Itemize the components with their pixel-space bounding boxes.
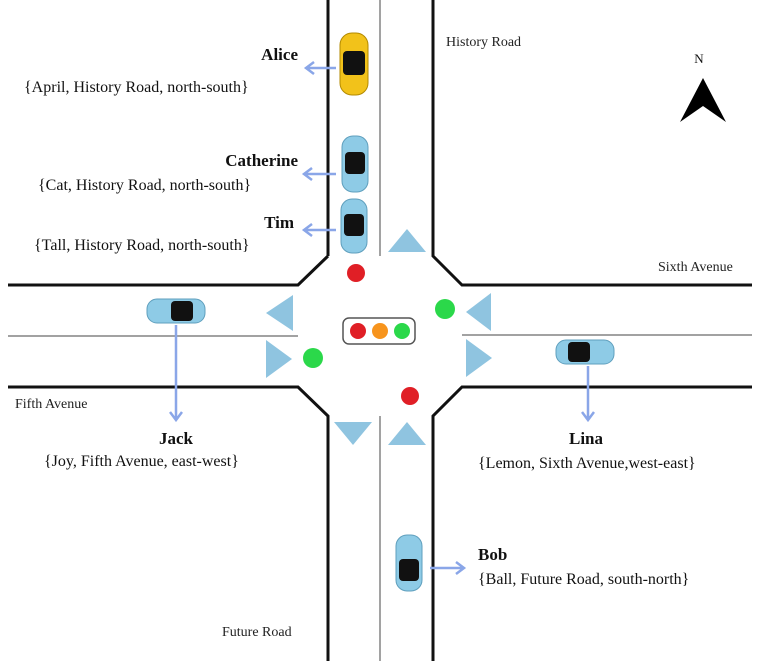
pointer-tim-icon: [301, 223, 336, 237]
lane-dividers: [8, 0, 752, 661]
vehicle-name: Tim: [264, 213, 294, 232]
red-light-icon: [347, 264, 365, 282]
pointer-lina-icon: [581, 366, 595, 423]
arrow-up-icon: [388, 422, 426, 445]
vehicle-label-lina: Lina {Lemon, Sixth Avenue,west-east}: [478, 429, 696, 472]
vehicle-info: {Tall, History Road, north-south}: [34, 237, 250, 254]
lane-arrows: [266, 229, 492, 445]
pointer-jack-icon: [169, 325, 183, 423]
north-arrow-icon: [680, 78, 726, 122]
green-light-icon: [394, 323, 410, 339]
vehicle-label-jack: Jack {Joy, Fifth Avenue, east-west}: [44, 429, 239, 470]
green-light-icon: [303, 348, 323, 368]
arrow-down-icon: [334, 422, 372, 445]
pointer-bob-icon: [430, 561, 467, 575]
car-alice-icon: [339, 32, 369, 96]
vehicle-label-bob: Bob {Ball, Future Road, south-north}: [478, 545, 689, 588]
car-tim-icon: [340, 198, 368, 254]
vehicle-name: Catherine: [225, 151, 298, 170]
orange-light-icon: [372, 323, 388, 339]
traffic-signals: [303, 264, 455, 405]
junction-outline: [8, 0, 752, 661]
pointer-arrows: [169, 61, 595, 575]
vehicle-info: {April, History Road, north-south}: [24, 79, 249, 96]
compass: N: [680, 51, 726, 122]
road-outlines: [8, 0, 752, 661]
vehicle-info: {Joy, Fifth Avenue, east-west}: [44, 453, 239, 470]
green-light-icon: [435, 299, 455, 319]
car-lina-icon: [555, 339, 615, 365]
pointer-alice-icon: [303, 61, 336, 75]
vehicle-info: {Lemon, Sixth Avenue,west-east}: [478, 455, 696, 472]
vehicle-info: {Cat, History Road, north-south}: [38, 177, 251, 194]
vehicle-label-alice: Alice {April, History Road, north-south}: [24, 45, 298, 96]
arrow-left-icon: [466, 293, 491, 331]
vehicle-name: Jack: [159, 429, 194, 448]
compass-label: N: [694, 51, 704, 66]
pointer-catherine-icon: [301, 167, 336, 181]
arrow-left-icon: [266, 295, 293, 331]
label-future-road: Future Road: [222, 625, 292, 640]
arrow-right-icon: [466, 339, 492, 377]
label-history-road: History Road: [446, 35, 521, 50]
vehicle-label-catherine: Catherine {Cat, History Road, north-sout…: [38, 151, 298, 194]
vehicle-label-tim: Tim {Tall, History Road, north-south}: [34, 213, 294, 254]
label-fifth-avenue: Fifth Avenue: [15, 397, 87, 412]
vehicle-name: Alice: [261, 45, 298, 64]
label-sixth-avenue: Sixth Avenue: [658, 260, 733, 275]
red-light-icon: [350, 323, 366, 339]
vehicle-name: Bob: [478, 545, 507, 564]
car-bob-icon: [395, 534, 423, 592]
car-catherine-icon: [341, 135, 369, 193]
arrow-right-icon: [266, 340, 292, 378]
car-jack-icon: [146, 298, 206, 324]
vehicle-info: {Ball, Future Road, south-north}: [478, 571, 689, 588]
red-light-icon: [401, 387, 419, 405]
arrow-up-icon: [388, 229, 426, 252]
vehicle-name: Lina: [569, 429, 604, 448]
